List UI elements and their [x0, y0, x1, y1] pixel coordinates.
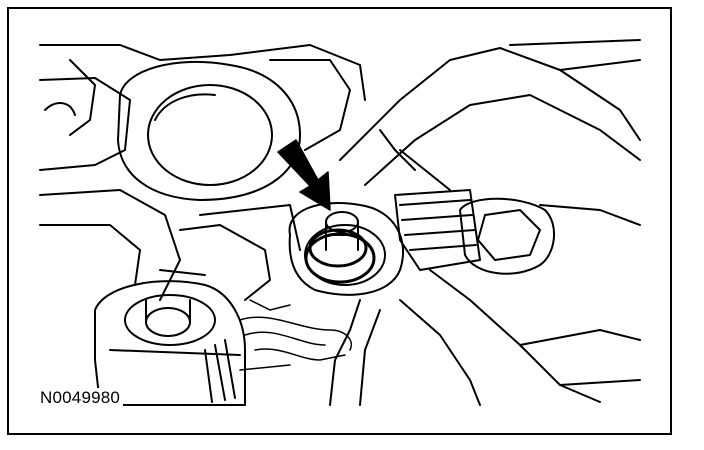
- left-housing: [39, 189, 301, 301]
- left-bolt: [94, 280, 246, 406]
- wire-harness: [239, 299, 352, 371]
- right-fitting: [394, 189, 641, 275]
- upper-housing: [39, 44, 366, 171]
- callout-arrow: [277, 139, 331, 211]
- sensor-assembly: [288, 202, 405, 296]
- right-tube: [339, 39, 641, 191]
- circular-boss: [117, 59, 351, 201]
- lower-right-bracket: [329, 269, 641, 406]
- figure-id-label: N0049980: [37, 388, 124, 408]
- figure-frame: [7, 7, 672, 435]
